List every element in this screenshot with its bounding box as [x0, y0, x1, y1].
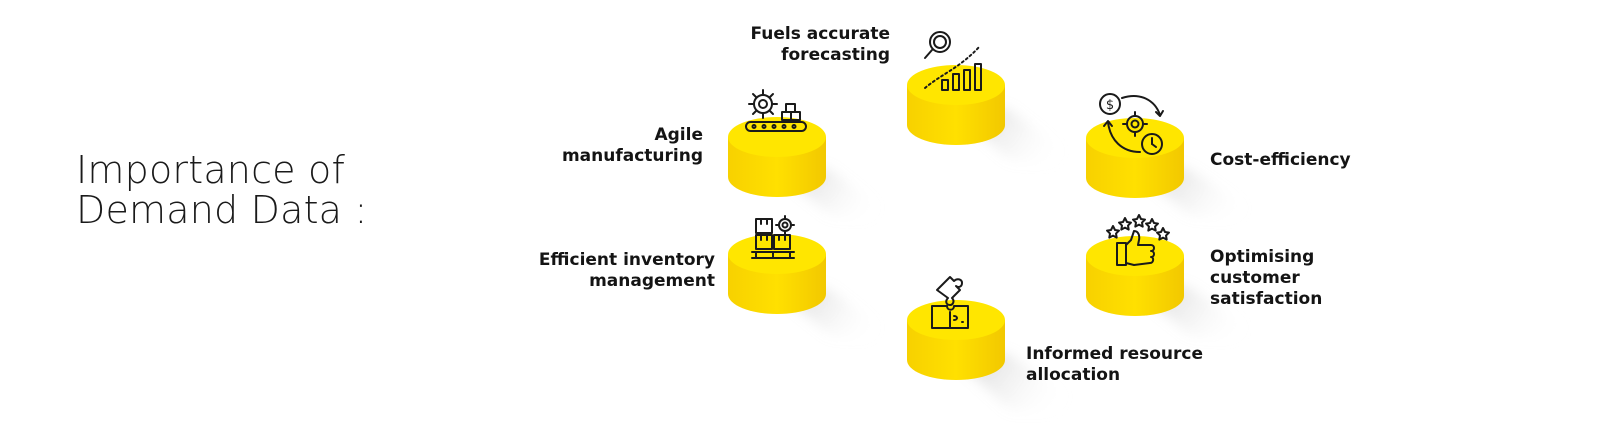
label-resource-line2: allocation — [1026, 365, 1121, 385]
cylinder-agile — [728, 117, 826, 197]
label-inventory-line2: management — [589, 271, 715, 291]
puzzle-pieces-icon — [931, 276, 969, 329]
label-agile-manufacturing: Agile manufacturing — [520, 125, 703, 167]
cylinder-resource — [907, 300, 1005, 380]
gear-conveyor-icon — [745, 89, 807, 132]
page-title-line1: Importance of — [76, 148, 346, 192]
cylinder-inventory — [728, 234, 826, 314]
label-agile-line1: Agile — [654, 125, 703, 145]
svg-text:$: $ — [1106, 98, 1114, 113]
label-agile-line2: manufacturing — [561, 146, 703, 166]
label-cost-efficiency: Cost-efficiency — [1210, 150, 1410, 171]
label-forecasting-line2: forecasting — [781, 45, 890, 65]
label-resource-allocation: Informed resource allocation — [1026, 344, 1246, 386]
label-customer-line3: satisfaction — [1210, 289, 1323, 309]
label-customer-line2: customer — [1210, 268, 1300, 288]
label-forecasting: Fuels accurate forecasting — [700, 24, 890, 66]
page-title: Importance of Demand Data : — [76, 150, 367, 230]
label-cost-line1: Cost-efficiency — [1210, 150, 1351, 170]
cylinder-forecast — [907, 65, 1005, 145]
cylinder-cost — [1086, 118, 1184, 198]
label-inventory-line1: Efficient inventory — [538, 250, 715, 270]
label-customer-line1: Optimising — [1210, 247, 1315, 267]
thumbs-up-stars-icon — [1106, 214, 1170, 266]
label-forecasting-line1: Fuels accurate — [750, 24, 890, 44]
boxes-pallet-icon — [751, 215, 795, 259]
cylinder-customer — [1086, 236, 1184, 316]
page-title-line2: Demand Data : — [76, 188, 368, 232]
dollar-gear-clock-icon: $ — [1099, 93, 1164, 155]
label-resource-line1: Informed resource — [1026, 344, 1204, 364]
label-inventory-management: Efficient inventory management — [490, 250, 715, 292]
forecast-chart-icon — [924, 31, 982, 91]
label-customer-satisfaction: Optimising customer satisfaction — [1210, 247, 1410, 310]
